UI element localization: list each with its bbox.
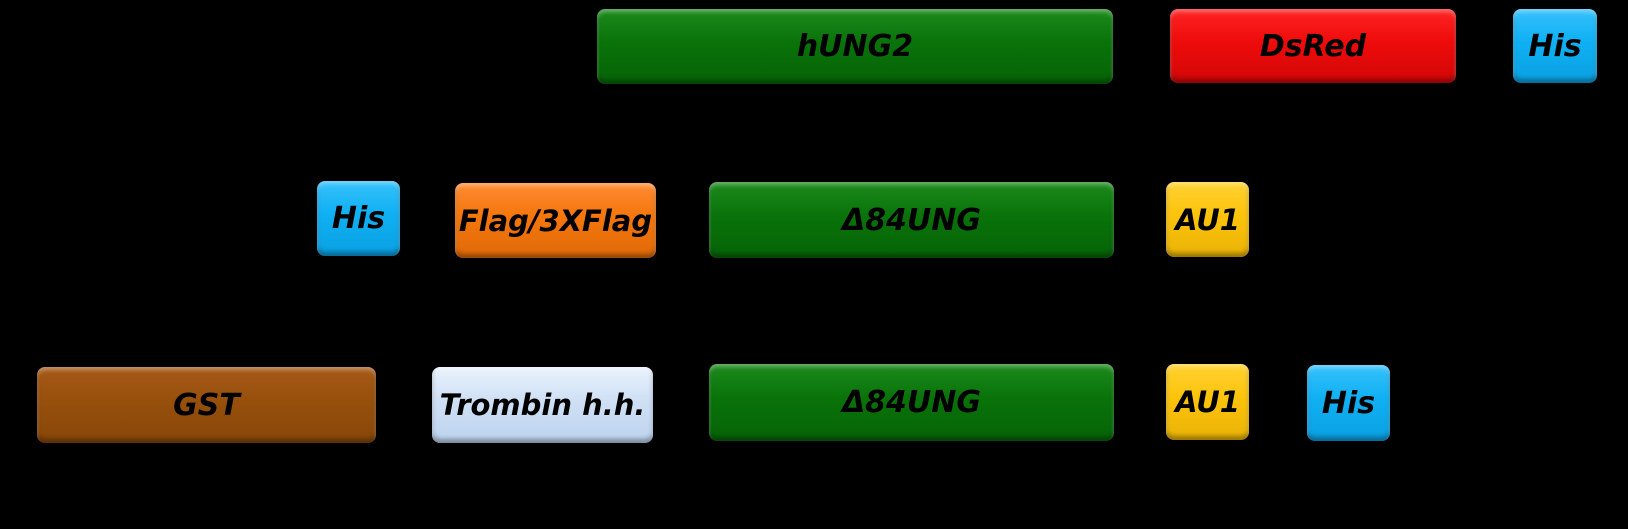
his-tag-row3: His [1307,365,1390,441]
au1-tag-row3: AU1 [1166,364,1249,440]
hung2-domain: hUNG2 [597,9,1113,84]
au1-tag-row2: AU1 [1166,182,1249,257]
delta84ung-domain-row3: Δ84UNG [709,364,1114,441]
his-tag-row1: His [1513,9,1597,83]
delta84ung-domain-row2: Δ84UNG [709,182,1114,258]
gst-domain: GST [37,367,376,443]
flag-tag: Flag/3XFlag [455,183,656,258]
thrombin-site: Trombin h.h. [432,367,653,443]
his-tag-row2: His [317,181,400,256]
dsred-domain: DsRed [1170,9,1456,83]
